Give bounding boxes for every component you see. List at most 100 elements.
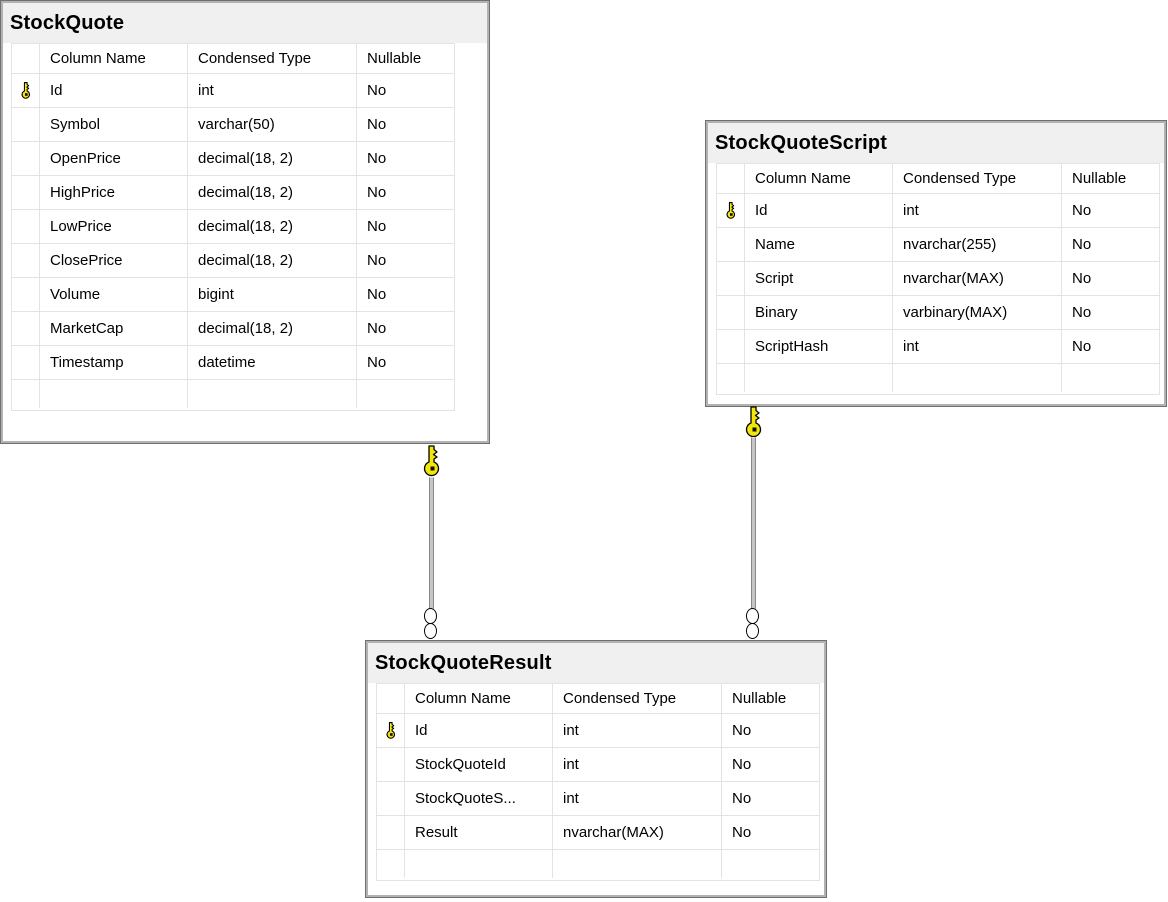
column-nullable-cell: No <box>1072 338 1092 355</box>
column-type-cell: int <box>553 782 722 815</box>
row-header-cell <box>717 330 745 363</box>
header-nullable: Nullable <box>1072 170 1127 187</box>
column-nullable-cell: No <box>367 354 387 371</box>
empty-column-row[interactable] <box>717 364 1159 392</box>
column-name-cell: Binary <box>745 296 893 329</box>
row-header-cell <box>12 278 40 311</box>
row-header-cell <box>12 346 40 379</box>
row-header-cell <box>12 142 40 175</box>
row-header-cell <box>12 176 40 209</box>
column-name-cell: Timestamp <box>40 346 188 379</box>
column-type-cell <box>553 850 722 878</box>
header-condensed-type: Condensed Type <box>893 164 1062 193</box>
row-header-cell <box>377 850 405 878</box>
column-nullable-cell: No <box>367 218 387 235</box>
column-type-cell: nvarchar(255) <box>893 228 1062 261</box>
row-header-cell <box>717 194 745 227</box>
column-type-cell: decimal(18, 2) <box>188 142 357 175</box>
header-nullable: Nullable <box>367 50 422 67</box>
column-name-cell: Id <box>745 194 893 227</box>
column-name-cell: Script <box>745 262 893 295</box>
column-nullable-cell <box>722 850 817 878</box>
column-name-cell: MarketCap <box>40 312 188 345</box>
header-condensed-type: Condensed Type <box>188 44 357 73</box>
column-type-cell: int <box>188 74 357 107</box>
column-name-cell: Symbol <box>40 108 188 141</box>
column-type-cell: decimal(18, 2) <box>188 210 357 243</box>
column-nullable-cell <box>357 380 452 408</box>
row-header-cell <box>12 244 40 277</box>
column-type-cell: nvarchar(MAX) <box>893 262 1062 295</box>
empty-column-row[interactable] <box>12 380 454 408</box>
column-name-cell: ClosePrice <box>40 244 188 277</box>
table-title: StockQuoteResult <box>368 643 824 683</box>
key-one-end-icon <box>745 406 762 438</box>
column-nullable-cell: No <box>367 116 387 133</box>
column-name-cell: Volume <box>40 278 188 311</box>
primary-key-icon <box>21 82 30 99</box>
row-header-cell <box>717 262 745 295</box>
column-name-cell: HighPrice <box>40 176 188 209</box>
primary-key-icon <box>726 202 735 219</box>
column-name-cell: LowPrice <box>40 210 188 243</box>
row-header-cell <box>12 210 40 243</box>
column-nullable-cell: No <box>367 320 387 337</box>
table-title: StockQuote <box>3 3 487 43</box>
row-header-cell <box>377 714 405 747</box>
primary-key-icon <box>386 722 395 739</box>
column-type-cell <box>893 364 1062 392</box>
connector-line <box>429 477 434 609</box>
column-nullable-cell: No <box>732 790 752 807</box>
empty-column-row[interactable] <box>377 850 819 878</box>
row-header-cell <box>377 748 405 781</box>
table-title: StockQuoteScript <box>708 123 1164 163</box>
column-nullable-cell: No <box>732 824 752 841</box>
column-type-cell: varbinary(MAX) <box>893 296 1062 329</box>
header-column-name: Column Name <box>40 44 188 73</box>
connector-line <box>751 437 756 609</box>
column-name-cell <box>745 364 893 392</box>
row-header-cell <box>12 74 40 107</box>
column-nullable-cell: No <box>732 722 752 739</box>
row-header-cell <box>377 684 405 713</box>
column-name-cell: OpenPrice <box>40 142 188 175</box>
column-name-cell: Name <box>745 228 893 261</box>
row-header-cell <box>12 108 40 141</box>
column-type-cell: datetime <box>188 346 357 379</box>
column-nullable-cell: No <box>1072 202 1092 219</box>
row-header-cell <box>717 164 745 193</box>
column-nullable-cell: No <box>732 756 752 773</box>
column-nullable-cell: No <box>367 82 387 99</box>
row-header-cell <box>12 312 40 345</box>
column-nullable-cell: No <box>367 184 387 201</box>
column-name-cell <box>40 380 188 408</box>
row-header-cell <box>717 296 745 329</box>
column-type-cell: int <box>893 330 1062 363</box>
